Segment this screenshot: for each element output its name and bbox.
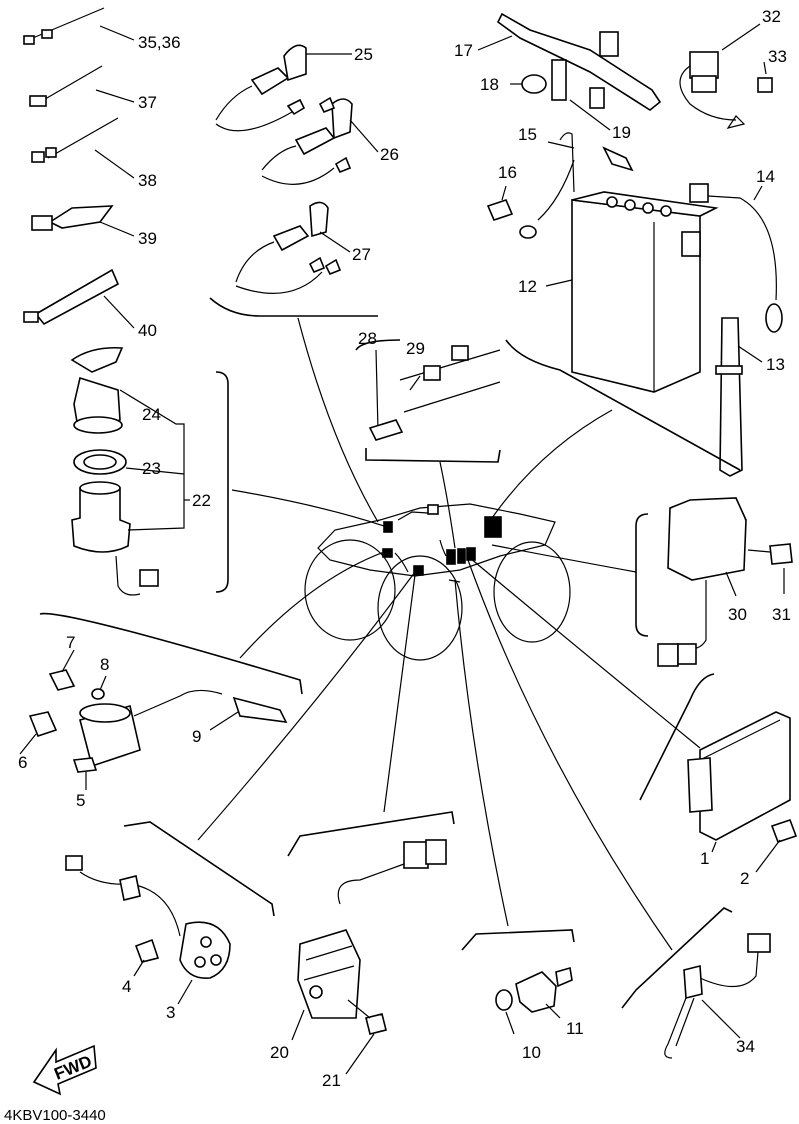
callout-28: 28: [358, 329, 377, 348]
callout-38: 38: [138, 171, 157, 190]
thermo-switch-assembly: [621, 907, 771, 1059]
callout-27: 27: [352, 245, 371, 264]
callout-29: 29: [406, 339, 425, 358]
callout-24: 24: [142, 405, 161, 424]
callout-40: 40: [138, 321, 157, 340]
diagram-code: 4KBV100-3440: [4, 1107, 106, 1124]
callout-19: 19: [612, 123, 631, 142]
pickup-coil-assembly: [65, 821, 275, 1005]
vehicle-silhouette: [304, 503, 571, 661]
callout-9: 9: [192, 727, 201, 746]
fwd-label: FWD: [52, 1052, 95, 1084]
callout-12: 12: [518, 277, 537, 296]
callout-3: 3: [166, 1003, 175, 1022]
callout-5: 5: [76, 791, 85, 810]
callout-2: 2: [740, 869, 749, 888]
callout-13: 13: [766, 355, 785, 374]
callout-10: 10: [522, 1043, 541, 1062]
battery-bracket: [477, 12, 662, 131]
cable-bands: [23, 7, 135, 329]
cdi-unit-assembly: [639, 673, 798, 873]
spark-plug-caps: [209, 44, 379, 317]
neutral-switch-assembly: [461, 929, 575, 1035]
callout-17: 17: [454, 41, 473, 60]
battery-assembly: [486, 132, 783, 477]
callout-7: 7: [66, 633, 75, 652]
callout-22: 22: [192, 491, 211, 510]
callout-26: 26: [380, 145, 399, 164]
callout-25: 25: [354, 45, 373, 64]
callout-1: 1: [700, 849, 709, 868]
wire-harness: [355, 339, 501, 463]
callout-21: 21: [322, 1071, 341, 1090]
main-switch-assembly: [70, 346, 229, 596]
starter-relay: [679, 23, 773, 129]
turn-relay-assembly: [635, 497, 793, 667]
callout-32: 32: [762, 7, 781, 26]
callout-16: 16: [498, 163, 517, 182]
callout-8: 8: [100, 655, 109, 674]
callout-33: 33: [768, 47, 787, 66]
callout-31: 31: [772, 605, 791, 624]
leader-lines: [197, 317, 701, 951]
callout-14: 14: [756, 167, 775, 186]
callout-39: 39: [138, 229, 157, 248]
callout-6: 6: [18, 753, 27, 772]
callout-4: 4: [122, 977, 131, 996]
callout-37: 37: [138, 93, 157, 112]
callout-3536: 35,36: [138, 33, 181, 52]
callout-15: 15: [518, 125, 537, 144]
callout-34: 34: [736, 1037, 755, 1056]
callout-labels: 35,36 37 38 39 40 25 26 27 17 18 19 32 3…: [18, 7, 791, 1090]
callout-30: 30: [728, 605, 747, 624]
callout-11: 11: [566, 1019, 584, 1038]
callout-23: 23: [142, 459, 161, 478]
rectifier-assembly: [287, 811, 455, 1075]
callout-20: 20: [270, 1043, 289, 1062]
ignition-coil-assembly: [19, 612, 303, 790]
fwd-arrow: FWD: [32, 1044, 97, 1096]
callout-18: 18: [480, 75, 499, 94]
